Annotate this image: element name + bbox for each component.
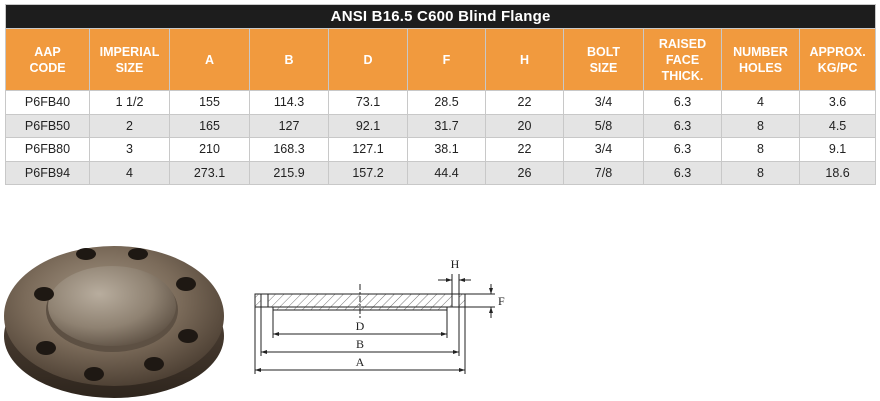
table-cell: 127 xyxy=(249,113,329,138)
table-cell: 92.1 xyxy=(328,113,408,138)
table-cell: 4 xyxy=(89,160,170,185)
column-header: H xyxy=(485,28,564,91)
column-header: F xyxy=(407,28,486,91)
column-header: BOLT SIZE xyxy=(563,28,644,91)
table-cell: 1 1/2 xyxy=(89,90,170,115)
column-header: B xyxy=(249,28,329,91)
table-cell: 155 xyxy=(169,90,250,115)
column-header: D xyxy=(328,28,408,91)
column-header: A xyxy=(169,28,250,91)
table-cell: 273.1 xyxy=(169,160,250,185)
column-header: AAP CODE xyxy=(5,28,90,91)
table-cell: 114.3 xyxy=(249,90,329,115)
table-cell: 22 xyxy=(485,90,564,115)
table-title: ANSI B16.5 C600 Blind Flange xyxy=(4,4,877,29)
table-cell: 18.6 xyxy=(798,160,877,185)
table-cell: 210 xyxy=(169,137,250,162)
column-header: RAISED FACE THICK. xyxy=(643,28,722,91)
table-cell: 6.3 xyxy=(643,137,722,162)
dim-label-b: B xyxy=(356,337,364,351)
table-cell: 31.7 xyxy=(407,113,486,138)
table-cell: 3/4 xyxy=(563,137,644,162)
table-cell: 22 xyxy=(485,137,564,162)
table-cell: 2 xyxy=(89,113,170,138)
table-cell: 7/8 xyxy=(563,160,644,185)
table-cell: 9.1 xyxy=(798,137,877,162)
table-cell: 6.3 xyxy=(643,90,722,115)
table-cell: 6.3 xyxy=(643,160,722,185)
table-cell: P6FB80 xyxy=(5,137,90,162)
dim-label-a: A xyxy=(356,355,365,369)
dim-label-h: H xyxy=(451,257,460,271)
table-cell: 73.1 xyxy=(328,90,408,115)
table-cell: P6FB94 xyxy=(5,160,90,185)
table-cell: 168.3 xyxy=(249,137,329,162)
table-cell: 3 xyxy=(89,137,170,162)
table-cell: 157.2 xyxy=(328,160,408,185)
table-cell: 5/8 xyxy=(563,113,644,138)
table-cell: 3/4 xyxy=(563,90,644,115)
table-cell: 4.5 xyxy=(798,113,877,138)
table-cell: 215.9 xyxy=(249,160,329,185)
table-cell: 165 xyxy=(169,113,250,138)
table-cell: 3.6 xyxy=(798,90,877,115)
table-cell: P6FB50 xyxy=(5,113,90,138)
blind-flange-drawing: D B A H F xyxy=(254,257,505,374)
table-cell: 8 xyxy=(721,160,800,185)
table-cell: 26 xyxy=(485,160,564,185)
table-cell: 127.1 xyxy=(328,137,408,162)
column-header: NUMBER HOLES xyxy=(721,28,800,91)
blind-flange-photo xyxy=(4,246,224,398)
dim-label-f: F xyxy=(498,294,505,308)
column-header: IMPERIAL SIZE xyxy=(89,28,170,91)
table-cell: 44.4 xyxy=(407,160,486,185)
table-cell: P6FB40 xyxy=(5,90,90,115)
table-cell: 8 xyxy=(721,137,800,162)
table-cell: 8 xyxy=(721,113,800,138)
table-cell: 4 xyxy=(721,90,800,115)
table-cell: 38.1 xyxy=(407,137,486,162)
dim-label-d: D xyxy=(356,319,365,333)
column-header: APPROX. KG/PC xyxy=(798,28,877,91)
table-cell: 28.5 xyxy=(407,90,486,115)
table-cell: 20 xyxy=(485,113,564,138)
table-cell: 6.3 xyxy=(643,113,722,138)
